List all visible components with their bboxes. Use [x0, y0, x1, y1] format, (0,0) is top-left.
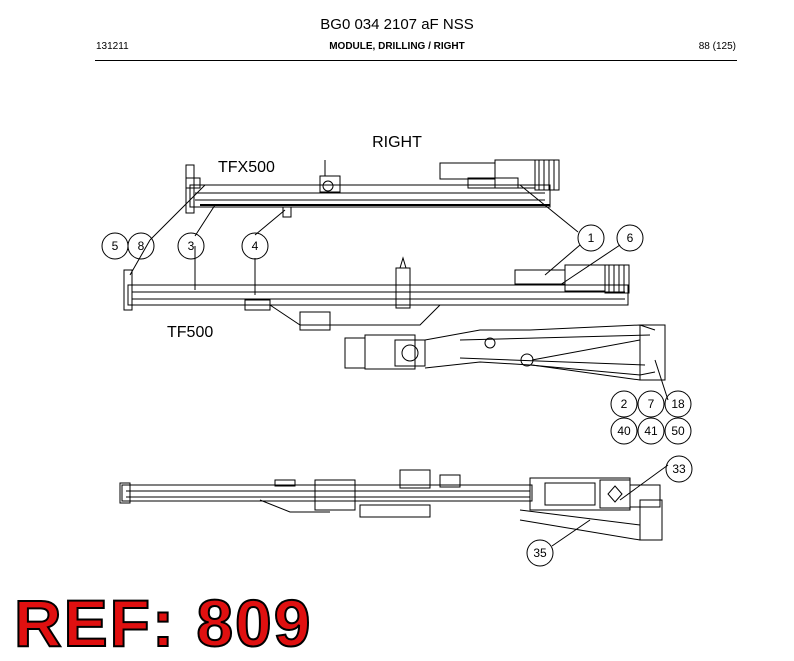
callout-circle — [637, 390, 665, 418]
callout-50: 50 — [671, 424, 685, 438]
callout-leaders — [129, 184, 669, 547]
callout-circle — [241, 232, 269, 260]
callout-3: 3 — [188, 239, 195, 253]
callout-5: 5 — [112, 239, 119, 253]
side-label: RIGHT — [372, 134, 422, 151]
callout-circle — [177, 232, 205, 260]
feed-tfx500-drawing — [185, 159, 560, 218]
reference-stamp: REF: 809 — [13, 586, 313, 660]
callout-40: 40 — [617, 424, 631, 438]
callout-circle — [665, 455, 693, 483]
callout-circle — [664, 390, 692, 418]
callout-33: 33 — [672, 462, 686, 476]
callout-1: 1 — [588, 231, 595, 245]
callout-circle — [637, 417, 665, 445]
callout-circle — [664, 417, 692, 445]
bottom-assembly-drawing — [119, 469, 663, 541]
callout-18: 18 — [671, 397, 685, 411]
page-number: 88 (125) — [698, 41, 736, 52]
callout-35: 35 — [533, 546, 547, 560]
callout-circles — [101, 224, 693, 567]
callout-4: 4 — [252, 239, 259, 253]
section-title: MODULE, DRILLING / RIGHT — [329, 41, 465, 52]
callout-circle — [526, 539, 554, 567]
callout-circle — [610, 390, 638, 418]
callout-41: 41 — [644, 424, 658, 438]
header-rule — [95, 60, 737, 61]
callout-circle — [610, 417, 638, 445]
feed-label-tf500: TF500 — [167, 324, 213, 341]
callout-2: 2 — [621, 397, 628, 411]
callout-circle — [127, 232, 155, 260]
callout-6: 6 — [627, 231, 634, 245]
document-title: BG0 034 2107 aF NSS — [320, 16, 474, 33]
callout-8: 8 — [138, 239, 145, 253]
callout-7: 7 — [648, 397, 655, 411]
callout-circle — [616, 224, 644, 252]
feed-label-tfx500: TFX500 — [218, 159, 275, 176]
document-number: 131211 — [96, 41, 129, 52]
callout-circle — [577, 224, 605, 252]
feed-tf500-drawing — [123, 256, 666, 381]
